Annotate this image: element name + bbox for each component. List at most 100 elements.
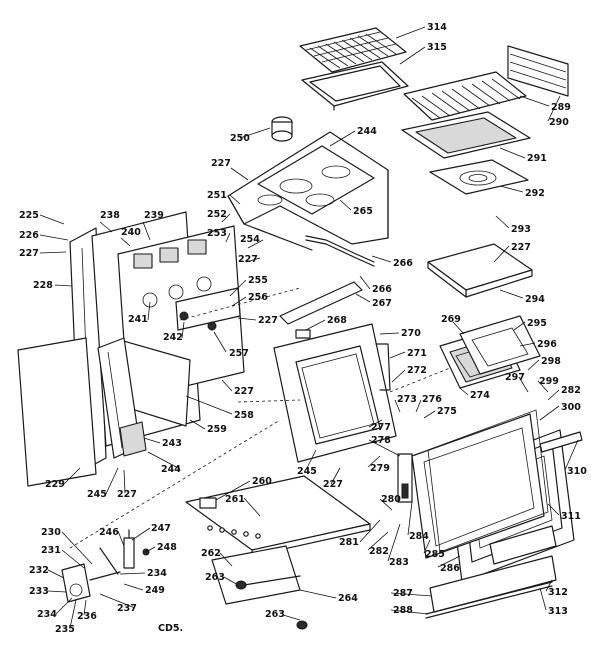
callout-274: 274 (470, 390, 490, 401)
leader-line (547, 503, 560, 516)
leader-line (389, 351, 406, 359)
leader-line (99, 593, 136, 609)
callout-226: 226 (19, 230, 39, 241)
leader-line (305, 319, 326, 331)
callout-299: 299 (539, 376, 559, 387)
leader-line (367, 531, 389, 551)
callout-234a: 234 (147, 568, 167, 579)
callout-232: 232 (29, 565, 49, 576)
leader-line (219, 552, 233, 567)
callout-227g: 227 (323, 479, 343, 490)
leader-line (99, 221, 113, 233)
leader-line (399, 46, 426, 65)
leader-line (564, 439, 579, 471)
igniter-assembly (61, 563, 121, 603)
leader-line (223, 576, 239, 586)
window-glass-small (459, 315, 541, 375)
leader-line (181, 321, 185, 339)
leader-line (368, 439, 401, 457)
callout-229: 229 (45, 479, 65, 490)
leader-line (215, 480, 251, 501)
broiler-pan-grid (299, 27, 407, 73)
callout-249: 249 (145, 585, 165, 596)
callout-285: 285 (425, 549, 445, 560)
callout-260: 260 (252, 476, 272, 487)
leader-line (147, 451, 181, 470)
callout-240: 240 (121, 227, 141, 238)
leader-line (305, 449, 317, 471)
leader-line (387, 523, 401, 562)
callout-280: 280 (381, 494, 401, 505)
callout-252: 252 (207, 209, 227, 220)
callout-248: 248 (157, 542, 177, 553)
callout-227e: 227 (258, 315, 278, 326)
door-hinge-left (295, 329, 311, 339)
callout-296: 296 (537, 339, 557, 350)
leader-line (499, 185, 524, 193)
oven-burner-tube (211, 545, 301, 605)
callout-237: 237 (117, 603, 137, 614)
callout-311: 311 (561, 511, 581, 522)
callout-233: 233 (29, 586, 49, 597)
callout-257: 257 (229, 348, 249, 359)
callout-236: 236 (77, 611, 97, 622)
leader-line (123, 469, 126, 494)
callout-270: 270 (401, 328, 421, 339)
leader-line (39, 214, 65, 225)
leader-line (518, 376, 529, 393)
side-panel-outer (17, 337, 97, 487)
leader-line (539, 405, 560, 421)
callout-283: 283 (389, 557, 409, 568)
oven-rack-upper (403, 71, 527, 121)
callout-286: 286 (440, 563, 460, 574)
callout-243: 243 (162, 438, 182, 449)
callout-253: 253 (207, 228, 227, 239)
leader-line (83, 599, 87, 616)
leader-line (395, 26, 426, 39)
leader-line (123, 583, 144, 591)
callout-227f: 227 (234, 386, 254, 397)
leader-line (527, 359, 540, 371)
callouts: 314 315 250 244 227 289 290 291 292 293 … (19, 22, 587, 635)
door-hinge-right (375, 343, 391, 391)
leader-line (437, 555, 461, 568)
footer-code: CD5. (158, 623, 183, 634)
callout-263a: 263 (205, 572, 225, 583)
callout-242: 242 (163, 332, 183, 343)
callout-227a: 227 (211, 158, 231, 169)
leader-line (499, 289, 524, 299)
door-handle (539, 431, 583, 453)
leader-line (499, 147, 526, 159)
callout-227d: 227 (238, 254, 258, 265)
callout-264: 264 (338, 593, 358, 604)
callout-282a: 282 (561, 385, 581, 396)
assembly-guides (69, 287, 451, 549)
callout-259: 259 (207, 424, 227, 435)
callout-263b: 263 (265, 609, 285, 620)
callout-300: 300 (561, 402, 581, 413)
callout-227b: 227 (511, 242, 531, 253)
leader-line (143, 437, 161, 444)
leader-line (147, 301, 151, 321)
leader-line (63, 467, 81, 485)
burner-baffle (429, 159, 529, 195)
callout-282b: 282 (369, 546, 389, 557)
callout-269: 269 (441, 314, 461, 325)
callout-284: 284 (409, 531, 429, 542)
leader-line (142, 221, 151, 241)
leader-line (39, 251, 67, 254)
callout-266b: 266 (372, 284, 392, 295)
leader-line (61, 531, 93, 565)
control-knob-skirt (119, 421, 147, 457)
storage-drawer-front (429, 555, 557, 613)
leader-line (55, 597, 73, 615)
leader-line (247, 239, 264, 249)
callout-295: 295 (527, 318, 547, 329)
leader-line (359, 275, 371, 290)
leader-line (221, 213, 231, 223)
callout-288: 288 (393, 605, 413, 616)
callout-230: 230 (41, 527, 61, 538)
leader-line (145, 546, 156, 553)
callout-238: 238 (100, 210, 120, 221)
